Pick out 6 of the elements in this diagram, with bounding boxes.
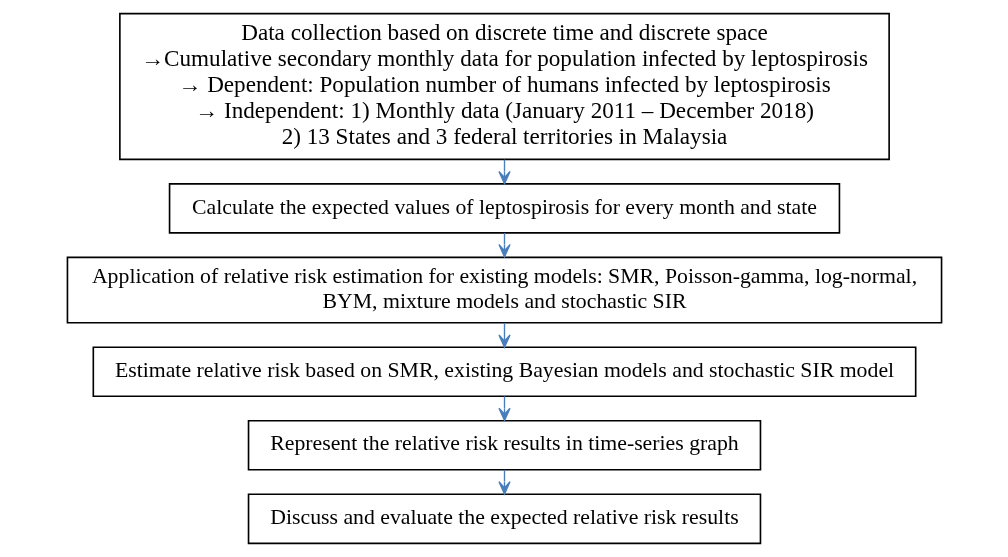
- node-box: Calculate the expected values of leptospirosis for every month and state: [168, 183, 840, 234]
- node-box: Estimate relative risk based on SMR, existing Bayesian models and stochastic SIR model: [92, 346, 916, 398]
- node-box: Discuss and evaluate the expected relative risk results: [247, 493, 761, 545]
- node-box: Represent the relative risk results in time-series graph: [247, 419, 761, 471]
- node-box: Data collection based on discrete time and discrete space →Cumulative secondary monthly data for population infected by leptospirosis → Dependent: Population number of humans infected by leptospirosis → Independent: 1) Monthly data (January 2011 – December 2018) 2) 13 States and 3 federal territories in Malaysia: [118, 12, 890, 161]
- node-box: Application of relative risk estimation for existing models: SMR, Poisson-gamma, log-normal, BYM, mixture models and stochastic SIR: [66, 256, 942, 324]
